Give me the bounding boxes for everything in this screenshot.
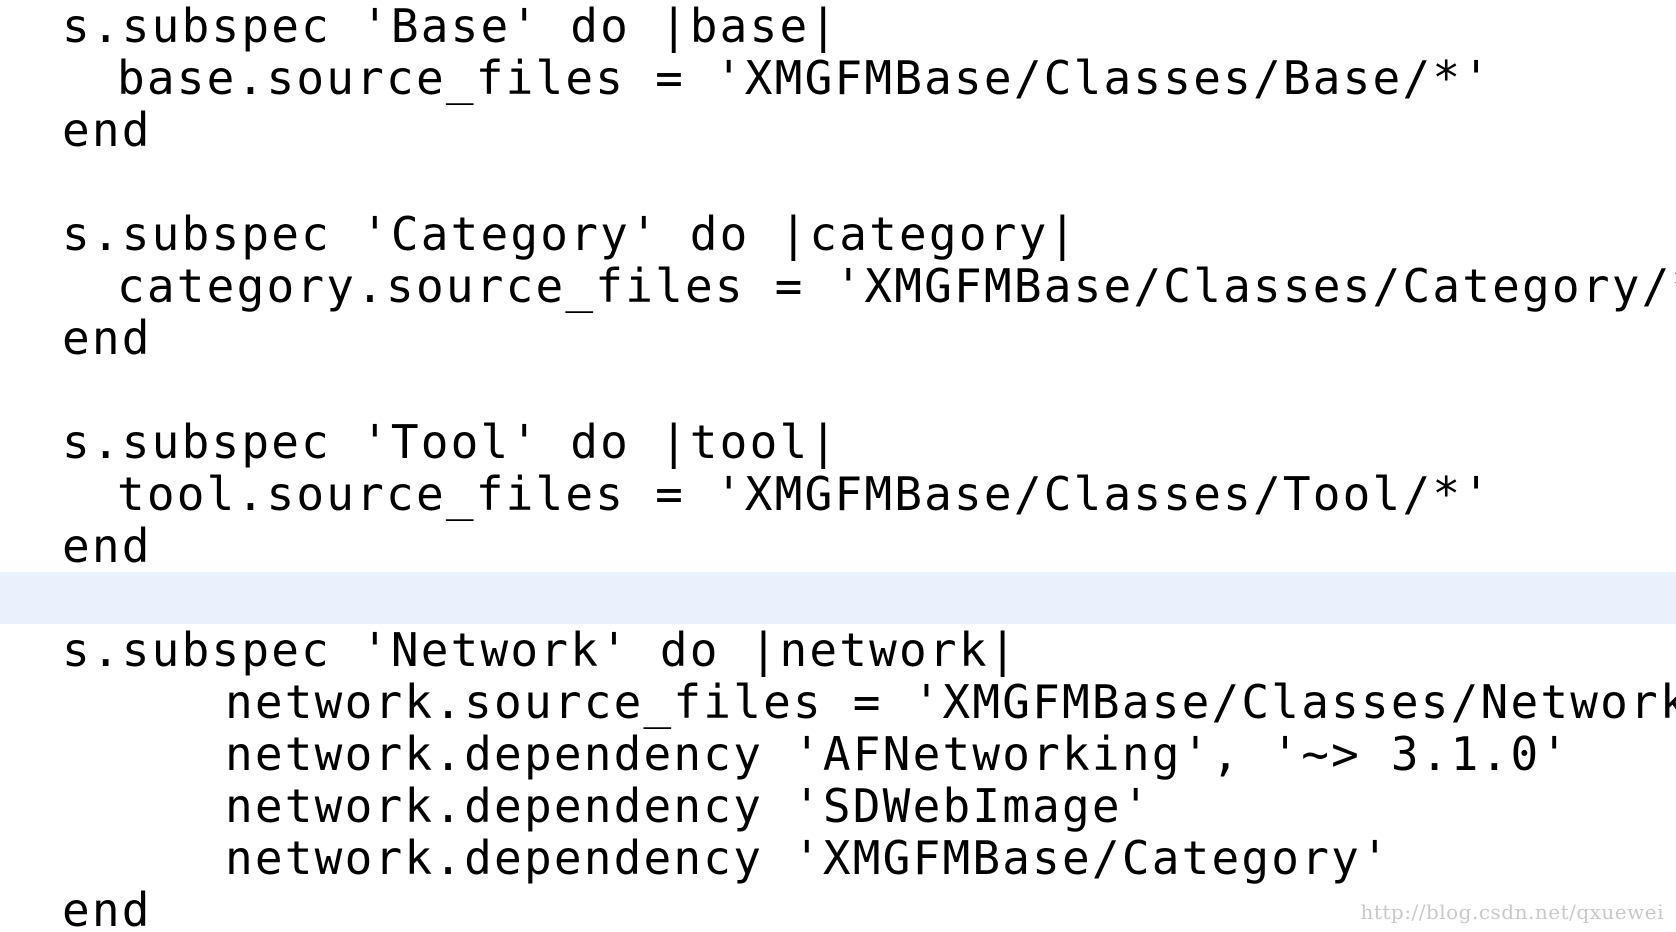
- code-line-text: end: [62, 883, 152, 932]
- code-line-text: s.subspec 'Base' do |base|: [62, 0, 840, 53]
- code-line-18[interactable]: end: [0, 884, 1676, 932]
- code-line-5[interactable]: s.subspec 'Category' do |category|: [0, 208, 1676, 260]
- code-line-text: category.source_files = 'XMGFMBase/Class…: [117, 259, 1676, 313]
- code-line-13[interactable]: s.subspec 'Network' do |network|: [0, 624, 1676, 676]
- code-line-16[interactable]: network.dependency 'SDWebImage': [0, 780, 1676, 832]
- code-line-text: end: [62, 103, 152, 157]
- code-line-text: s.subspec 'Category' do |category|: [62, 207, 1079, 261]
- code-line-4[interactable]: [0, 156, 1676, 208]
- code-line-text: end: [62, 311, 152, 365]
- code-line-9[interactable]: s.subspec 'Tool' do |tool|: [0, 416, 1676, 468]
- code-line-text: network.source_files = 'XMGFMBase/Classe…: [225, 675, 1676, 729]
- code-line-11[interactable]: end: [0, 520, 1676, 572]
- code-line-text: s.subspec 'Network' do |network|: [62, 623, 1019, 677]
- code-line-text: s.subspec 'Tool' do |tool|: [62, 415, 840, 469]
- code-line-text: network.dependency 'XMGFMBase/Category': [225, 831, 1391, 885]
- code-line-1[interactable]: s.subspec 'Base' do |base|: [0, 0, 1676, 52]
- code-line-6[interactable]: category.source_files = 'XMGFMBase/Class…: [0, 260, 1676, 312]
- code-line-text: end: [62, 519, 152, 573]
- code-line-text: tool.source_files = 'XMGFMBase/Classes/T…: [117, 467, 1493, 521]
- code-line-17[interactable]: network.dependency 'XMGFMBase/Category': [0, 832, 1676, 884]
- code-line-7[interactable]: end: [0, 312, 1676, 364]
- code-line-text: network.dependency 'SDWebImage': [225, 779, 1152, 833]
- code-line-8[interactable]: [0, 364, 1676, 416]
- current-line-highlight[interactable]: [0, 572, 1676, 624]
- watermark-url: http://blog.csdn.net/qxuewei: [1360, 900, 1664, 924]
- code-line-14[interactable]: network.source_files = 'XMGFMBase/Classe…: [0, 676, 1676, 728]
- code-line-15[interactable]: network.dependency 'AFNetworking', '~> 3…: [0, 728, 1676, 780]
- code-line-text: base.source_files = 'XMGFMBase/Classes/B…: [117, 51, 1493, 105]
- code-line-2[interactable]: base.source_files = 'XMGFMBase/Classes/B…: [0, 52, 1676, 104]
- code-line-3[interactable]: end: [0, 104, 1676, 156]
- code-line-text: network.dependency 'AFNetworking', '~> 3…: [225, 727, 1571, 781]
- code-line-10[interactable]: tool.source_files = 'XMGFMBase/Classes/T…: [0, 468, 1676, 520]
